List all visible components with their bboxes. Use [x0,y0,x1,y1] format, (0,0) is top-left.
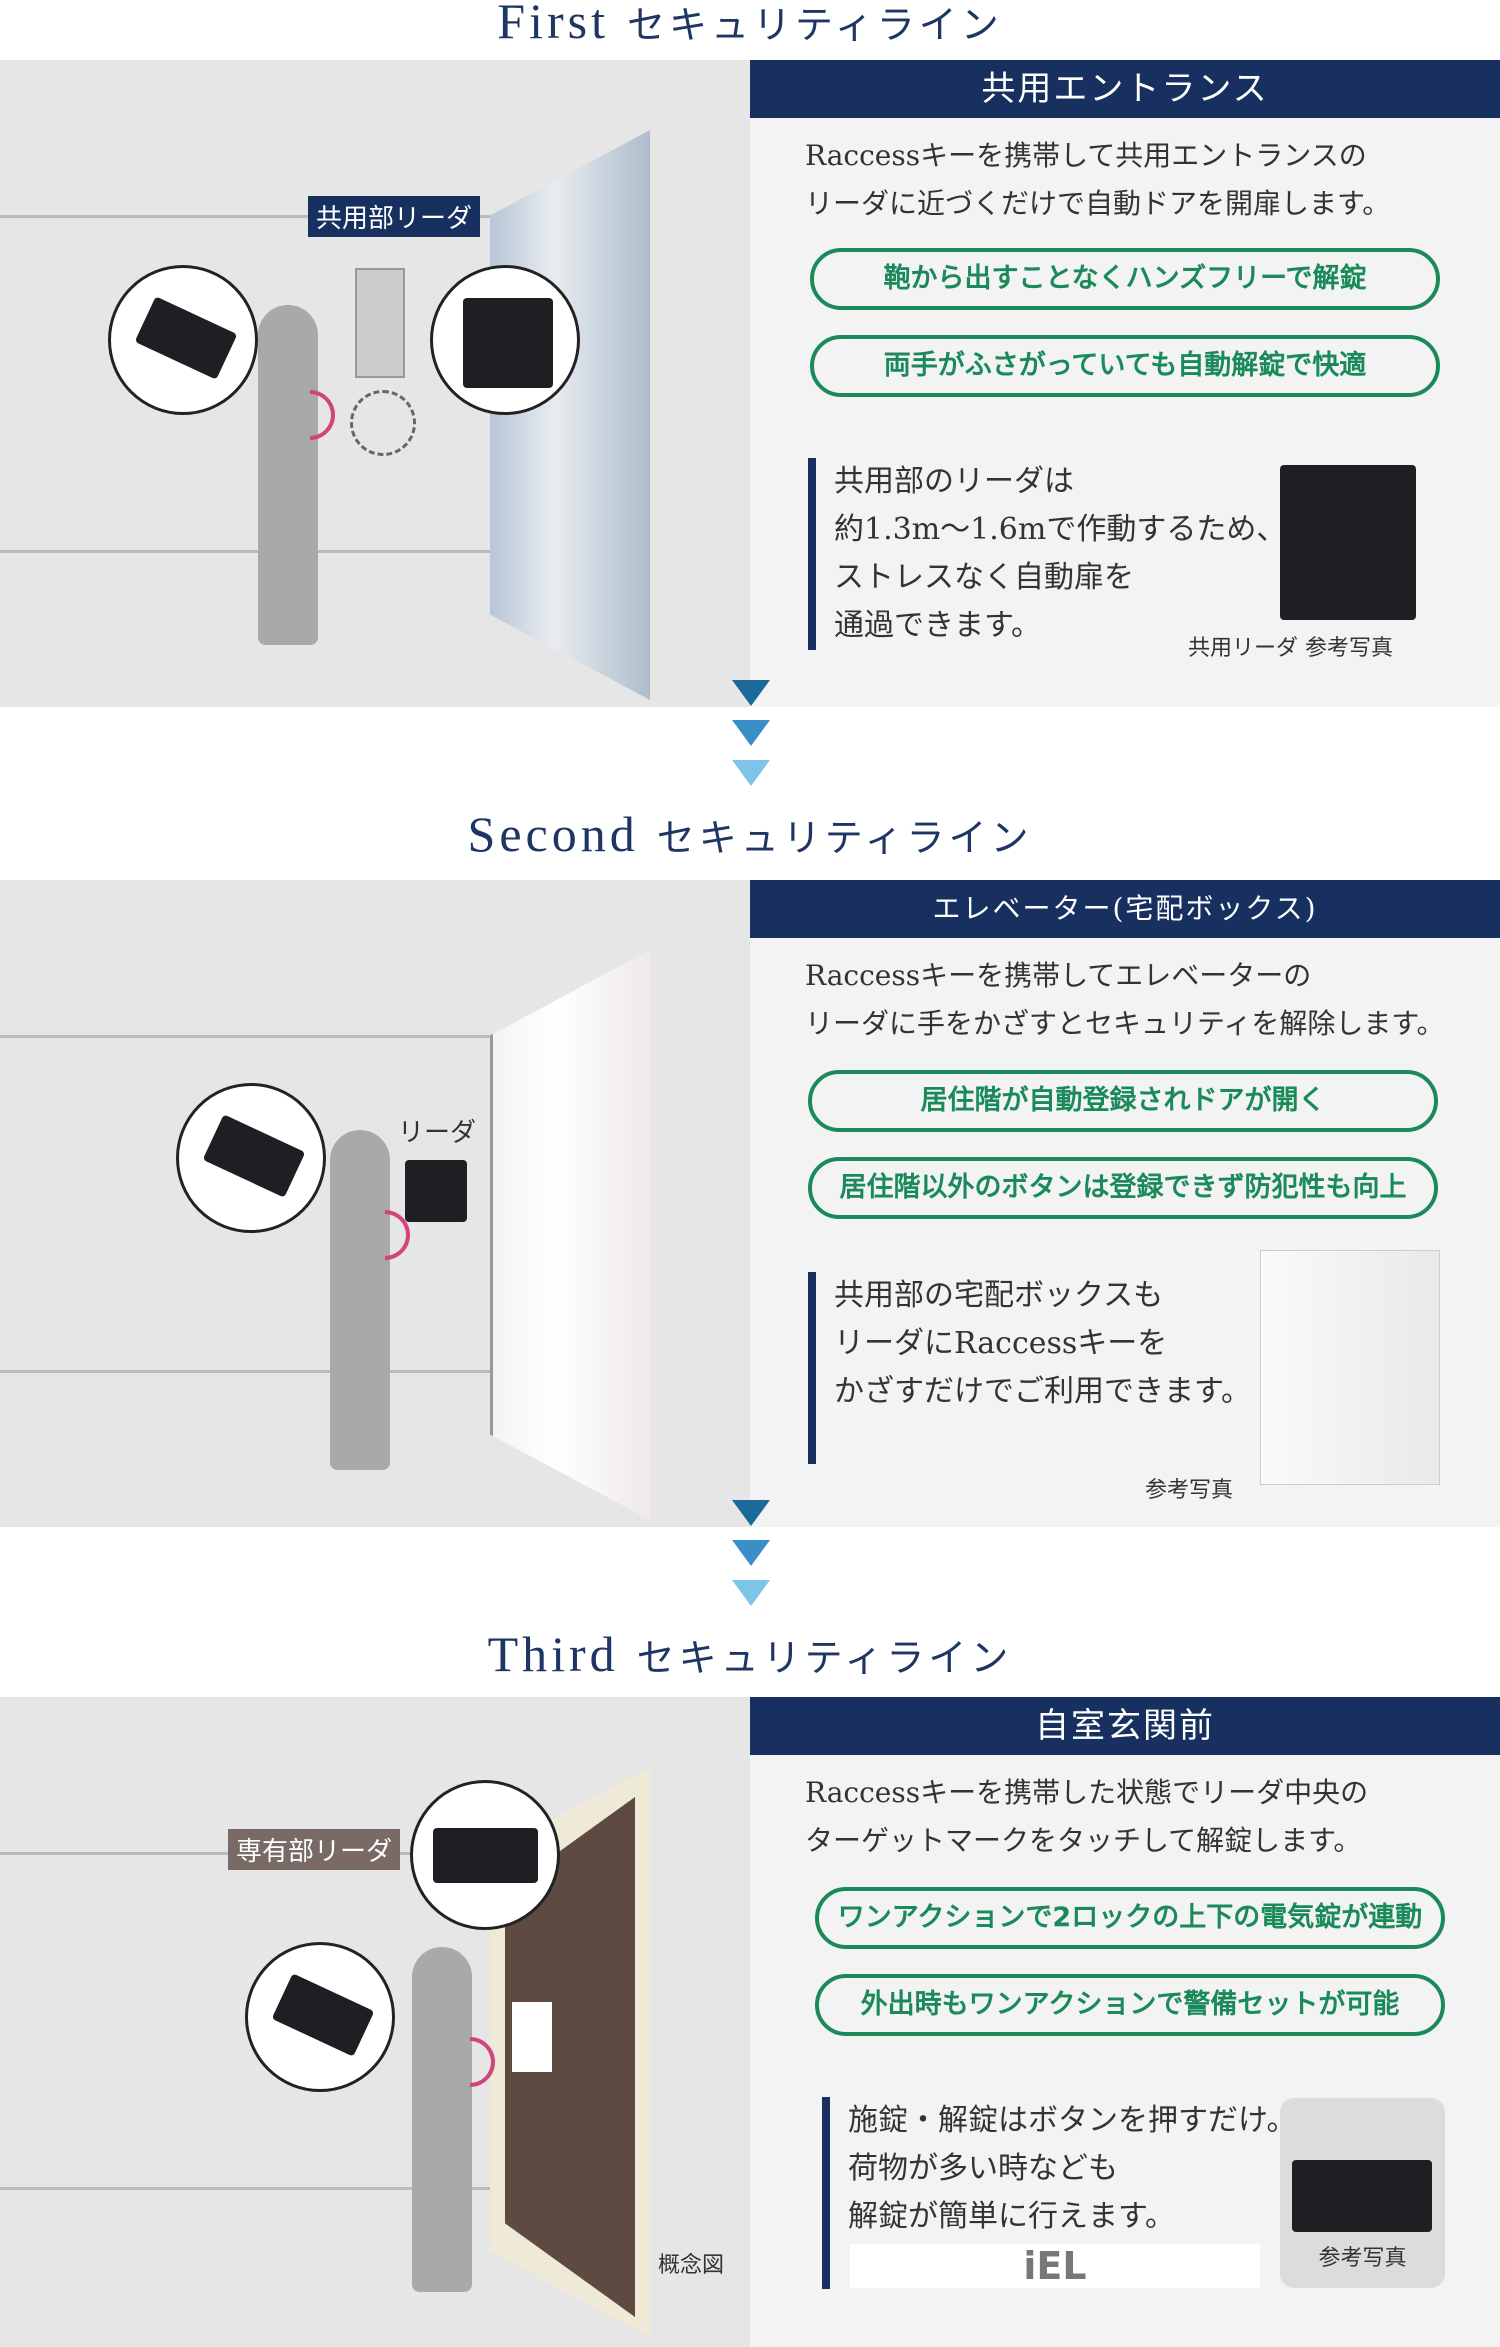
key-bubble [108,265,258,415]
title-en: Third [487,1626,619,1682]
title-jp: セキュリティライン [626,3,1003,47]
key-bubble [245,1942,395,2092]
illustration-door: 専有部リーダ 概念図 [0,1697,750,2347]
description: Raccessキーを携帯して共用エントランスのリーダに近づくだけで自動ドアを開扉… [805,132,1500,228]
title-jp: セキュリティライン [636,1636,1013,1680]
delivery-box-photo [1260,1250,1440,1485]
reader-label: リーダ [398,1118,477,1148]
arrow-down-icon [732,1540,770,1566]
wall-line [0,1370,490,1373]
person-figure [330,1130,390,1470]
description-line: Raccessキーを携帯して共用エントランスの [805,139,1367,172]
reader-icon [405,1160,467,1222]
section-header: エレベーター(宅配ボックス) [750,880,1500,938]
note-line: 解錠が簡単に行えます。 [848,2199,1175,2234]
reader-bubble [410,1780,560,1930]
note-line: 共用部のリーダは [834,464,1074,499]
description-line: Raccessキーを携帯した状態でリーダ中央の [805,1776,1369,1809]
reader-photo [1280,465,1416,620]
note-line: かざすだけでご利用できます。 [834,1374,1251,1409]
photo-caption: 共用リーダ 参考写真 [1188,636,1393,661]
section-header: 自室玄関前 [750,1697,1500,1755]
door-handle [512,2002,552,2072]
note-line: 共用部の宅配ボックスも [834,1278,1164,1313]
description-line: Raccessキーを携帯してエレベーターの [805,959,1312,992]
title-en: Second [467,806,639,862]
illustration-elevator: リーダ [0,880,750,1527]
description-line: ターゲットマークをタッチして解錠します。 [805,1824,1362,1857]
section-third: 専有部リーダ 概念図 自室玄関前 Raccessキーを携帯した状態でリーダ中央の… [0,1697,1500,2347]
photo-caption: 参考写真 [1145,1478,1234,1503]
wall-line [0,1035,490,1038]
arrow-down-icon [732,760,770,786]
feature-pill: 両手がふさがっていても自動解錠で快適 [810,335,1440,397]
section-first: 共用部リーダ 共用エントランス Raccessキーを携帯して共用エントランスのリ… [0,60,1500,707]
feature-pill: 居住階が自動登録されドアが開く [808,1070,1438,1132]
note: 施錠・解錠はボタンを押すだけ。荷物が多い時なども解錠が簡単に行えます。 [822,2097,1297,2289]
title-en: First [497,0,609,49]
glass-door [490,130,650,700]
feature-pill: 外出時もワンアクションで警備セットが可能 [815,1974,1445,2036]
wall-line [0,215,490,218]
reader-icon [433,1828,538,1883]
section-title-third: Third セキュリティライン [0,1625,1500,1683]
feature-pill: 鞄から出すことなくハンズフリーで解錠 [810,248,1440,310]
photo-caption: 参考写真 [1318,2246,1407,2271]
description: Raccessキーを携帯してエレベーターのリーダに手をかざすとセキュリティを解除… [805,952,1500,1048]
reader-photo [1292,2160,1432,2232]
section-title-first: First セキュリティライン [0,0,1500,50]
description: Raccessキーを携帯した状態でリーダ中央のターゲットマークをタッチして解錠し… [805,1769,1500,1865]
note: 共用部のリーダは約1.3m〜1.6mで作動するため、ストレスなく自動扉を通過でき… [808,458,1286,650]
note-line: 通過できます。 [834,608,1041,643]
wall-line [0,550,490,553]
wall-line [0,2187,490,2190]
reader-label: 共用部リーダ [308,196,481,237]
note-line: 荷物が多い時なども [848,2151,1118,2186]
reader-bubble [430,265,580,415]
photo-card: 参考写真 [1280,2098,1445,2288]
raccess-key-icon [202,1114,306,1198]
note-line: ストレスなく自動扉を [834,560,1134,595]
section-header: 共用エントランス [750,60,1500,118]
person-figure [412,1947,472,2292]
note-line: 約1.3m〜1.6mで作動するため、 [834,512,1287,547]
elevator-door [490,950,650,1520]
illustration-entrance: 共用部リーダ [0,60,750,707]
feature-pill: ワンアクションで2ロックの上下の電気錠が連動 [815,1887,1445,1949]
description-line: リーダに手をかざすとセキュリティを解除します。 [805,1007,1445,1040]
reader-target [350,390,416,456]
reader-label: 専有部リーダ [228,1829,401,1870]
raccess-key-icon [271,1973,375,2057]
person-figure [258,305,318,645]
intercom-panel [355,268,405,378]
note-line: 施錠・解錠はボタンを押すだけ。 [848,2103,1297,2138]
note: 共用部の宅配ボックスもリーダにRaccessキーをかざすだけでご利用できます。 [808,1272,1251,1464]
arrow-down-icon [732,720,770,746]
description-line: リーダに近づくだけで自動ドアを開扉します。 [805,187,1391,220]
key-bubble [176,1083,326,1233]
reader-icon [463,298,553,388]
arrow-down-icon [732,1500,770,1526]
feature-pill: 居住階以外のボタンは登録できず防犯性も向上 [808,1157,1438,1219]
iel-logo: iEL [850,2244,1260,2288]
section-second: リーダ エレベーター(宅配ボックス) Raccessキーを携帯してエレベーターの… [0,880,1500,1527]
arrow-down-icon [732,680,770,706]
arrow-down-icon [732,1580,770,1606]
note-line: リーダにRaccessキーを [834,1326,1168,1361]
raccess-key-icon [134,296,238,380]
section-title-second: Second セキュリティライン [0,805,1500,863]
concept-caption: 概念図 [658,2253,725,2278]
title-jp: セキュリティライン [656,816,1033,860]
